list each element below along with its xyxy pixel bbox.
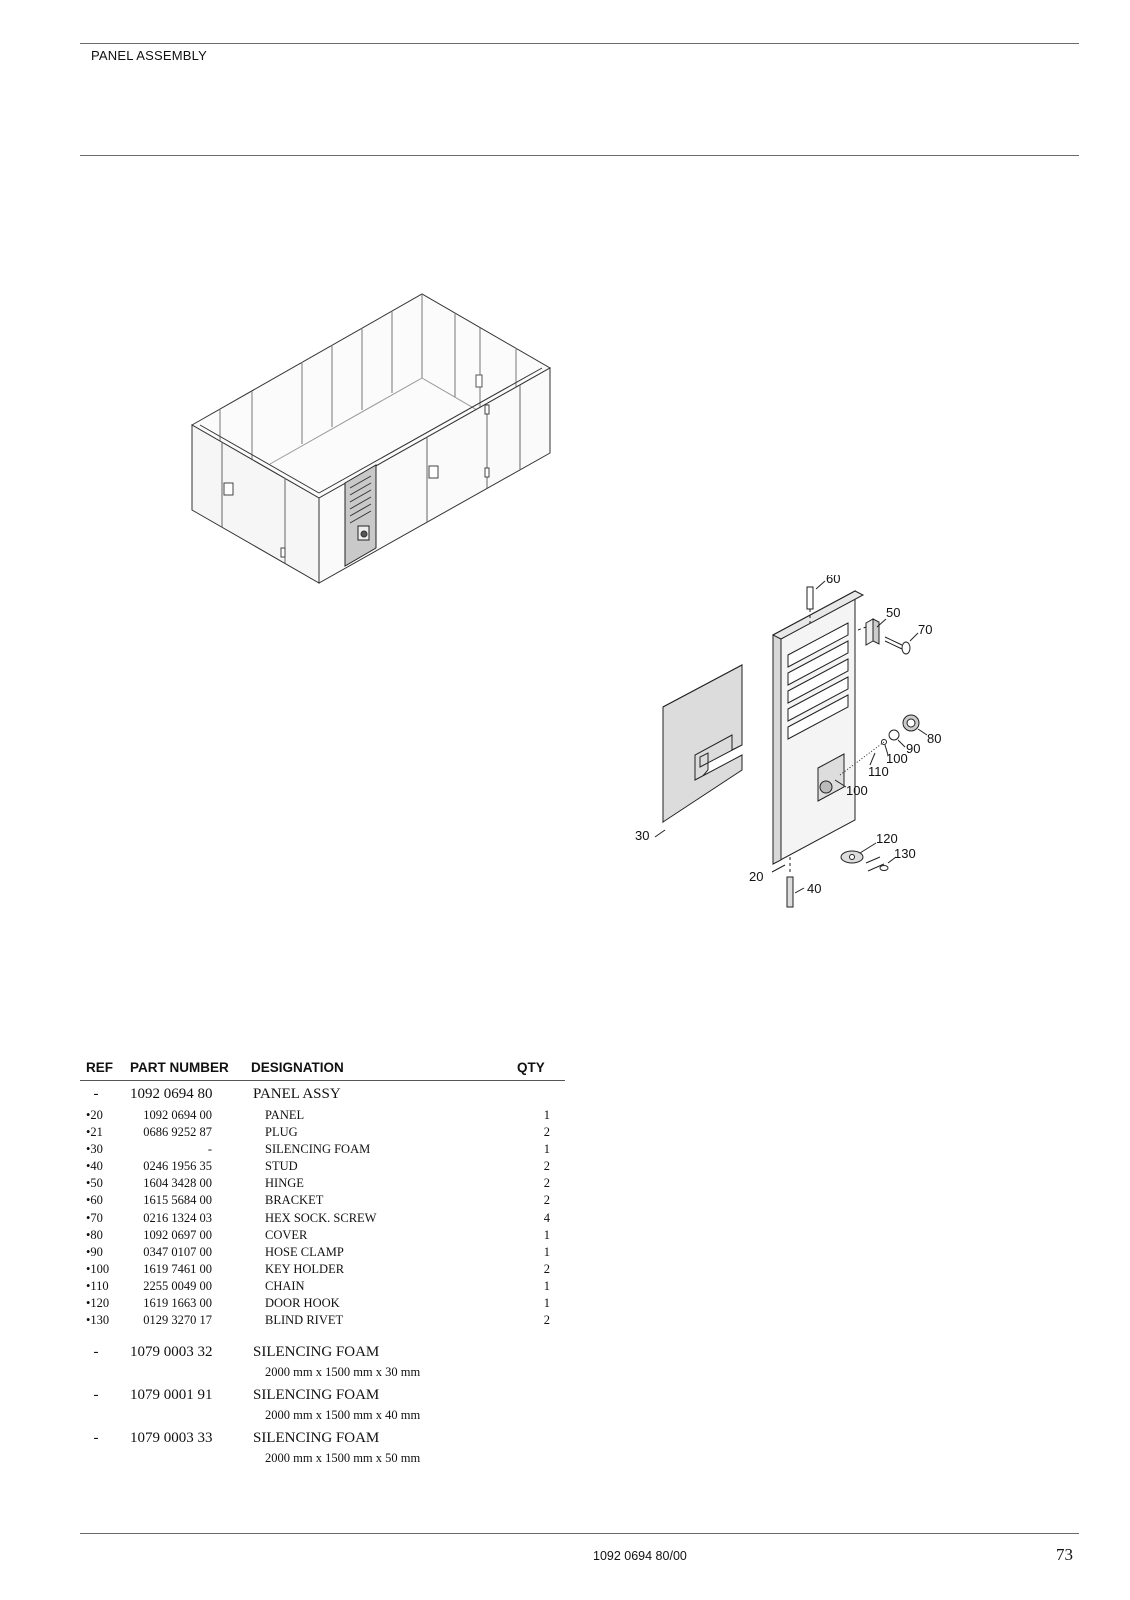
assy-row: - 1092 0694 80 PANEL ASSY — [80, 1081, 565, 1107]
callout-20: 20 — [749, 869, 763, 884]
top-rule — [80, 43, 1079, 44]
foam-note: 2000 mm x 1500 mm x 30 mm — [265, 1365, 421, 1380]
foam-row: - 1079 0003 33 SILENCING FOAM — [93, 1430, 380, 1447]
document-number: 1092 0694 80/00 — [593, 1549, 687, 1563]
section-title: PANEL ASSEMBLY — [91, 48, 207, 63]
enclosure-access-door — [344, 464, 377, 567]
foam-row: - 1079 0003 32 SILENCING FOAM — [93, 1344, 380, 1361]
callout-60: 60 — [826, 575, 840, 586]
callout-130: 130 — [894, 846, 916, 861]
parts-table: REF PART NUMBER DESIGNATION QTY - 1092 0… — [80, 1058, 565, 1468]
callout-80: 80 — [927, 731, 941, 746]
callout-70: 70 — [918, 622, 932, 637]
callout-110: 110 — [868, 764, 889, 779]
panel-louvres — [787, 622, 849, 740]
callout-100a: 100 — [886, 751, 908, 766]
enclosure-isometric-figure — [190, 293, 552, 584]
parts-table-header: REF PART NUMBER DESIGNATION QTY — [80, 1058, 565, 1081]
header-ref: REF — [86, 1060, 113, 1075]
page-number: 73 — [1056, 1545, 1073, 1564]
assy-designation: PANEL ASSY — [253, 1086, 341, 1102]
header-designation: DESIGNATION — [251, 1060, 344, 1075]
footer-rule — [80, 1533, 1079, 1534]
foam-note: 2000 mm x 1500 mm x 40 mm — [265, 1408, 421, 1423]
door-panel-exploded-figure: 60 50 70 80 90 100 110 100 30 120 130 20… — [635, 575, 941, 908]
assy-part-number: 1092 0694 80 — [130, 1086, 213, 1102]
foam-note: 2000 mm x 1500 mm x 50 mm — [265, 1451, 421, 1466]
callout-90: 90 — [906, 741, 920, 756]
header-bottom-rule — [80, 155, 1079, 156]
callout-100b: 100 — [846, 783, 868, 798]
callout-50: 50 — [886, 605, 900, 620]
header-part-number: PART NUMBER — [130, 1060, 229, 1075]
callout-40: 40 — [807, 881, 821, 896]
callout-120: 120 — [876, 831, 898, 846]
callout-30: 30 — [635, 828, 649, 843]
assy-ref: - — [93, 1086, 99, 1102]
header-qty: QTY — [517, 1060, 545, 1075]
foam-row: - 1079 0001 91 SILENCING FOAM — [93, 1387, 380, 1404]
